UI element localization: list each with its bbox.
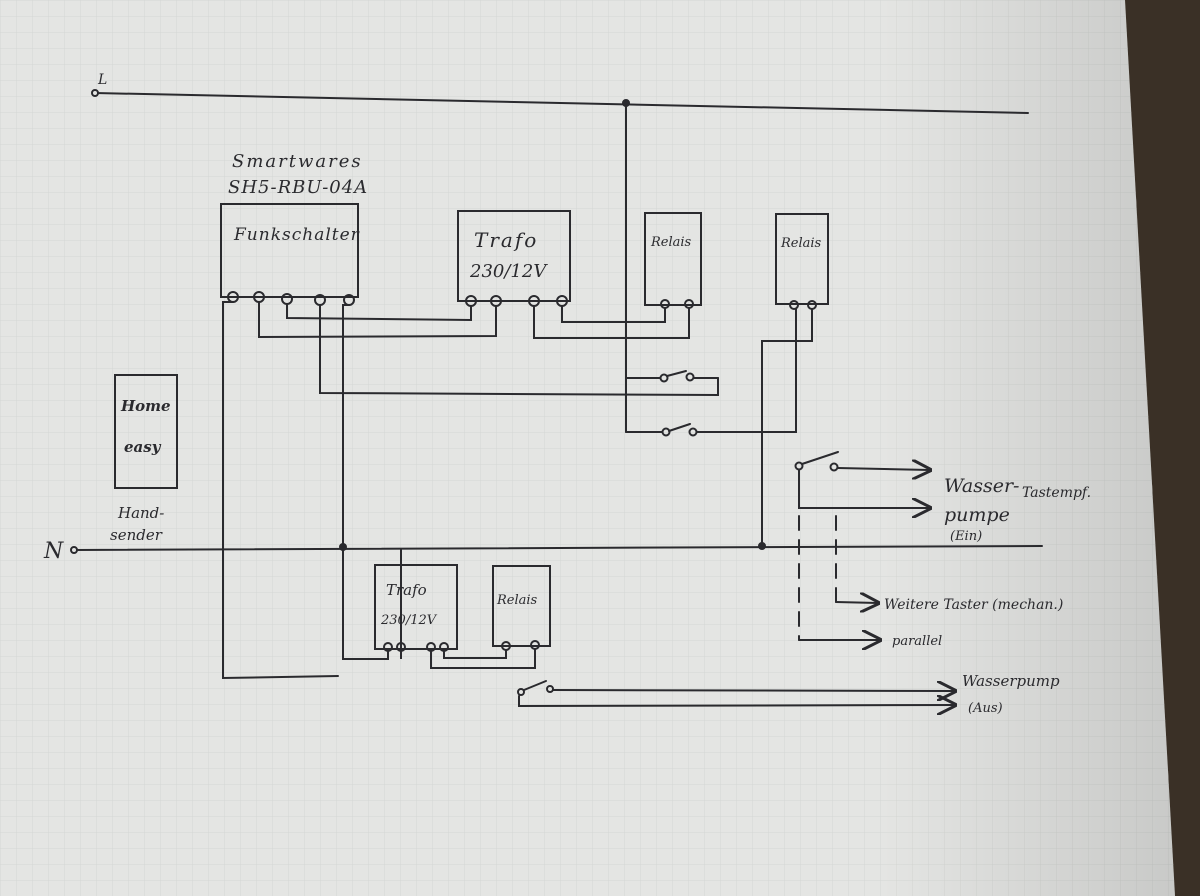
line-l-wire — [94, 92, 1029, 114]
wire — [561, 305, 666, 323]
trafo-bottom-box — [374, 564, 458, 650]
label-relay-3: Relais — [496, 593, 538, 608]
relay-1-box — [644, 212, 702, 306]
wire — [430, 648, 536, 669]
switch-blade — [523, 680, 547, 691]
switch-contact — [661, 427, 671, 437]
label-neutral: N — [43, 539, 64, 564]
label-remote-2: easy — [124, 438, 162, 456]
label-brand: Smartwares — [232, 151, 363, 172]
remote-box — [114, 374, 178, 489]
relay-2-box — [775, 213, 829, 305]
label-relay-2: Relais — [780, 236, 822, 251]
pump-off-arrow-1 — [518, 696, 955, 706]
switch-blade — [668, 423, 691, 432]
wire — [258, 301, 497, 339]
junction — [758, 542, 766, 550]
label-trafo-bottom: Trafo — [386, 581, 427, 599]
wire — [222, 301, 339, 680]
switch-blade — [666, 370, 687, 377]
wire — [443, 649, 507, 659]
labels: L N Smartwares SH5-RBU-04A Funkschalter … — [43, 72, 1091, 716]
wire — [761, 308, 813, 547]
label-trafo-top: Trafo — [474, 228, 538, 252]
switch-contact — [517, 688, 525, 696]
line-n-terminal — [70, 546, 78, 554]
wire — [696, 308, 797, 433]
label-line: L — [97, 72, 107, 88]
paper-sheet — [0, 0, 1175, 896]
label-handheld-2: sender — [110, 526, 163, 544]
wiring — [70, 89, 1043, 706]
label-pump-off-2: (Aus) — [968, 701, 1003, 716]
more-buttons-arrow — [835, 602, 878, 603]
switch-blade — [801, 451, 839, 465]
label-parallel: parallel — [892, 634, 942, 649]
pump-off-arrow-2 — [552, 690, 955, 691]
switch-contact — [829, 462, 839, 472]
trafo-top-box — [457, 210, 571, 302]
pump-on-arrow-2 — [798, 469, 930, 508]
terminal — [789, 300, 799, 310]
label-remote-1: Home — [120, 397, 171, 415]
switch-contact — [685, 372, 695, 382]
line-l-terminal — [91, 89, 99, 97]
switch-contact — [659, 373, 669, 383]
wire — [319, 304, 719, 397]
label-relay-1: Relais — [650, 235, 692, 250]
wire — [533, 305, 690, 339]
relay-3-box — [492, 565, 551, 647]
label-pump-off-1: Wasserpump — [962, 672, 1060, 690]
junction — [339, 543, 347, 551]
wire — [342, 304, 389, 660]
label-radio-switch: Funkschalter — [233, 225, 360, 245]
label-pump-on-2: pumpe — [944, 504, 1010, 526]
label-push-button: Tastempf. — [1022, 485, 1091, 501]
funkschalter-box — [220, 203, 359, 298]
label-trafo-top-rating: 230/12V — [469, 261, 548, 282]
label-model: SH5-RBU-04A — [228, 177, 368, 198]
label-more-buttons: Weitere Taster (mechan.) — [884, 597, 1063, 613]
wire — [286, 303, 472, 322]
line-n-wire — [74, 545, 1043, 551]
label-handheld-1: Hand- — [117, 504, 164, 522]
pump-on-arrow-1 — [837, 468, 930, 470]
l-junction — [622, 99, 630, 107]
label-pump-on-1: Wasser- — [944, 475, 1019, 497]
label-trafo-bottom-rating: 230/12V — [380, 613, 438, 628]
label-pump-on-3: (Ein) — [950, 529, 982, 544]
